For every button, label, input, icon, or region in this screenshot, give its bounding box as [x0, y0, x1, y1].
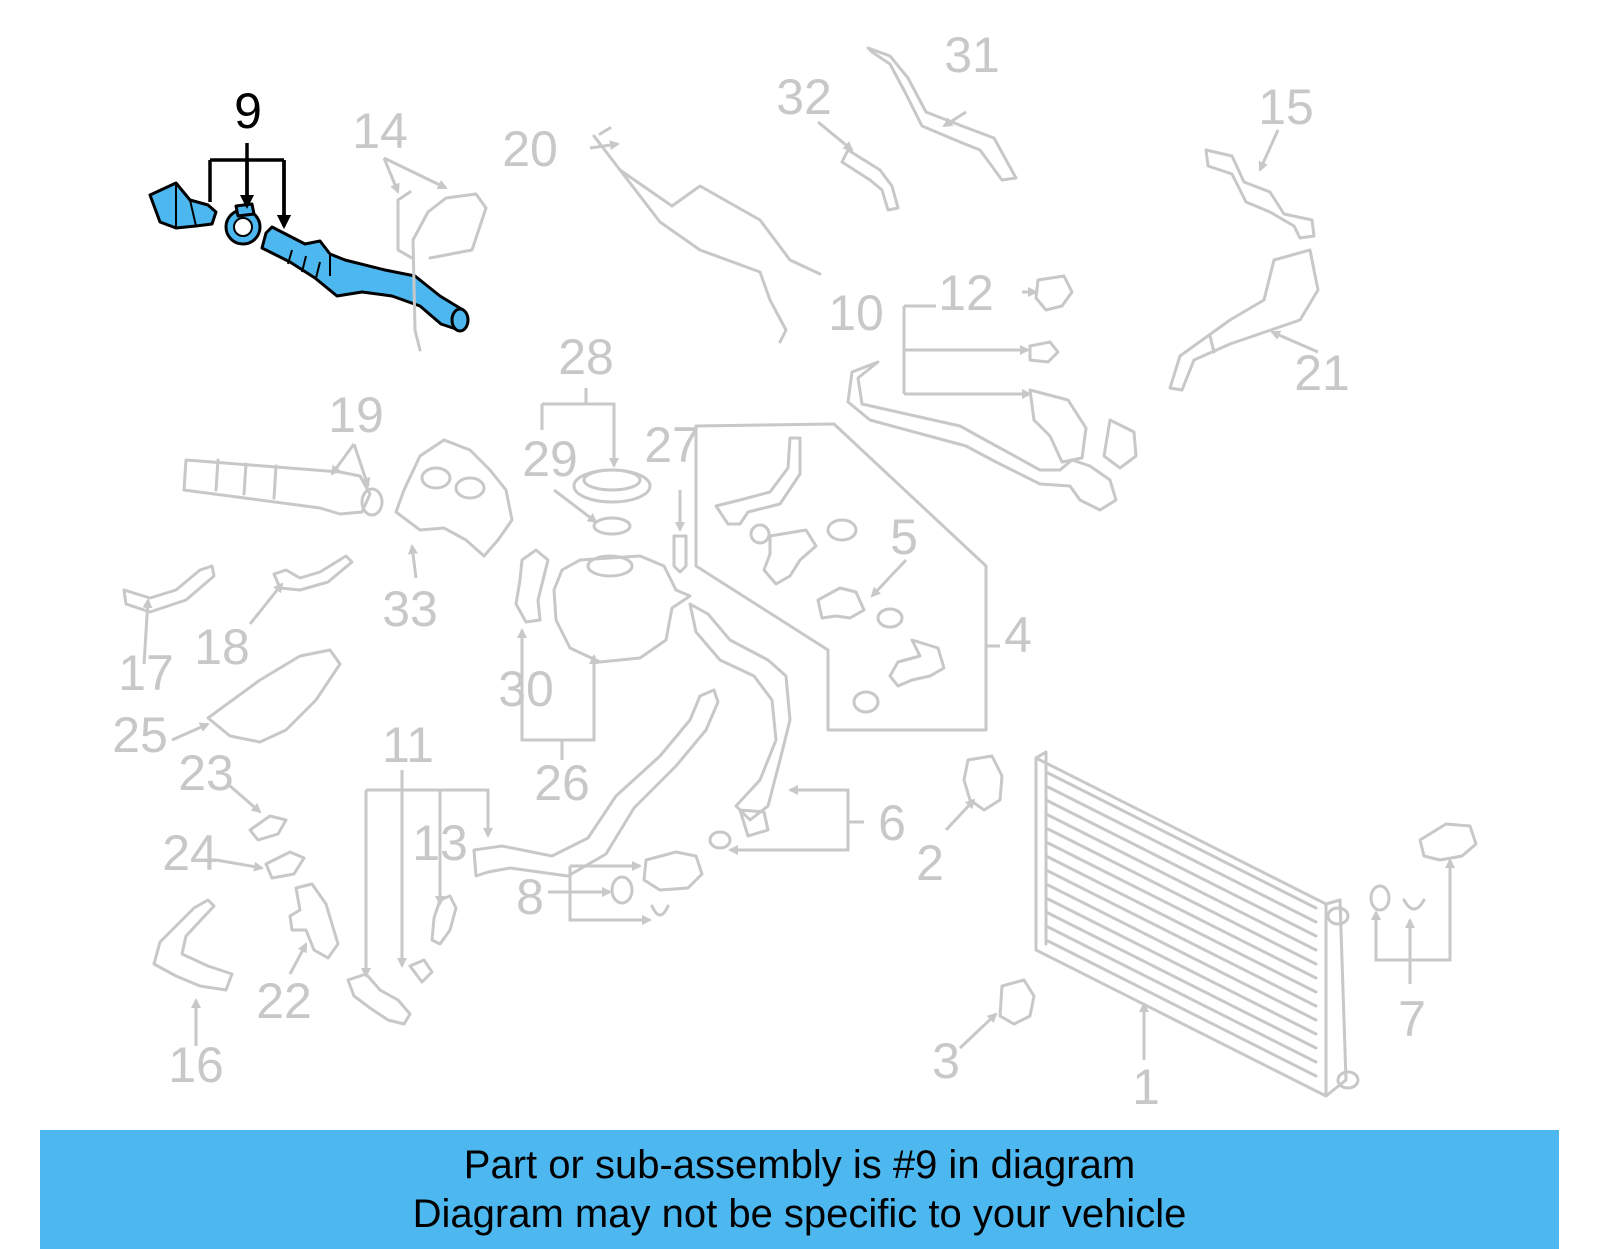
part-28-cap	[572, 468, 652, 504]
callout-18[interactable]: 18	[194, 619, 250, 675]
callout-7[interactable]: 7	[1398, 991, 1426, 1047]
part-30-bracket	[514, 548, 550, 624]
part-32-hose	[840, 148, 900, 212]
callout-25[interactable]: 25	[112, 707, 168, 763]
part-29-seal	[592, 516, 632, 536]
callout-21[interactable]: 21	[1294, 345, 1350, 401]
callout-13[interactable]: 13	[412, 815, 468, 871]
callout-9[interactable]: 9	[234, 83, 262, 139]
callout-26[interactable]: 26	[534, 755, 590, 811]
callout-33[interactable]: 33	[382, 581, 438, 637]
part-22-pump	[288, 882, 340, 960]
leader-lines	[142, 110, 1455, 1060]
part-16-hose	[152, 898, 234, 992]
callout-20[interactable]: 20	[502, 121, 558, 177]
part-9-connector	[148, 181, 218, 230]
callout-27[interactable]: 27	[644, 417, 700, 473]
part-27-bolt	[672, 534, 688, 574]
callout-17[interactable]: 17	[118, 645, 174, 701]
part-19-pipe	[182, 458, 384, 517]
banner-line-part: Part or sub-assembly is #9 in diagram	[463, 1142, 1136, 1187]
part-21-pipe	[1168, 248, 1320, 392]
info-banner: Part or sub-assembly is #9 in diagram Di…	[40, 1130, 1559, 1249]
callout-24[interactable]: 24	[162, 825, 218, 881]
part-9-clamp	[224, 202, 262, 246]
part-31-hose	[866, 46, 1018, 182]
callout-10[interactable]: 10	[828, 285, 884, 341]
part-1-radiator	[1034, 750, 1360, 1098]
callout-28[interactable]: 28	[558, 329, 614, 385]
banner-line-disclaimer: Diagram may not be specific to your vehi…	[412, 1191, 1187, 1236]
callout-32[interactable]: 32	[776, 69, 832, 125]
callout-22[interactable]: 22	[256, 973, 312, 1029]
callout-8[interactable]: 8	[516, 869, 544, 925]
callout-31[interactable]: 31	[944, 27, 1000, 83]
part-13-sensor	[408, 894, 458, 984]
callout-30[interactable]: 30	[498, 661, 554, 717]
part-20-pipe	[592, 126, 822, 344]
callout-19[interactable]: 19	[328, 387, 384, 443]
part-9-hose-assembly[interactable]	[148, 143, 470, 333]
part-2-bracket	[962, 754, 1004, 812]
callout-23[interactable]: 23	[178, 745, 234, 801]
part-25-bracket	[206, 648, 342, 744]
part-9-hose	[260, 225, 470, 333]
callout-1[interactable]: 1	[1132, 1059, 1160, 1115]
part-12-elbow	[1034, 274, 1074, 312]
part-18-hose	[272, 554, 354, 592]
callout-2[interactable]: 2	[916, 835, 944, 891]
callout-4[interactable]: 4	[1004, 607, 1032, 663]
part-26-reservoir	[552, 554, 692, 664]
part-10-hose	[846, 360, 1138, 512]
callout-labels: 9 14 20 31 32 15 12 10 21 28 19 29 27 5 …	[112, 27, 1426, 1115]
part-17-hose	[122, 564, 216, 614]
callout-5[interactable]: 5	[890, 509, 918, 565]
callout-29[interactable]: 29	[522, 431, 578, 487]
part-4-box	[694, 422, 988, 732]
callout-15[interactable]: 15	[1258, 79, 1314, 135]
part-11-hose	[346, 688, 720, 1026]
callout-14[interactable]: 14	[352, 103, 408, 159]
part-3-bracket	[998, 978, 1036, 1026]
part-10-clamp	[1028, 340, 1060, 364]
part-6-hose	[688, 602, 792, 850]
part-8-connector	[610, 850, 704, 917]
part-7-fittings	[1369, 822, 1478, 912]
part-24-clip	[264, 850, 306, 880]
part-15-hose	[1204, 148, 1316, 240]
callout-16[interactable]: 16	[168, 1037, 224, 1093]
callout-6[interactable]: 6	[878, 795, 906, 851]
part-23-clip	[248, 814, 288, 842]
part-14-pipe	[396, 190, 488, 352]
callout-3[interactable]: 3	[932, 1033, 960, 1089]
callout-12[interactable]: 12	[938, 265, 994, 321]
part-33-housing	[394, 438, 514, 558]
callout-11[interactable]: 11	[382, 717, 434, 773]
callout-9-leader	[208, 143, 284, 226]
